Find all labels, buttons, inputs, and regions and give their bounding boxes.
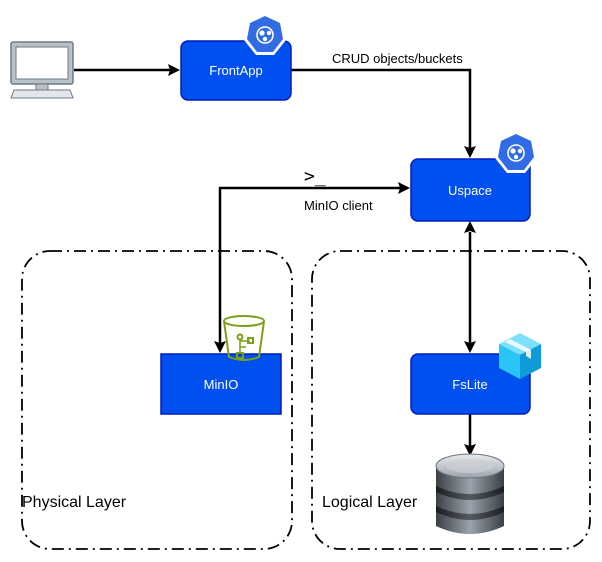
arrowhead-uspace-top [464, 146, 476, 158]
frontapp-label: FrontApp [209, 63, 262, 78]
uspace-label: Uspace [448, 183, 492, 198]
kubernetes-icon [495, 131, 537, 173]
logical-layer-group: Logical Layer [311, 250, 591, 550]
minio-label: MinIO [204, 377, 239, 392]
edge-label-crud: CRUD objects/buckets [332, 51, 463, 66]
edge-minio-to-uspace [218, 186, 400, 343]
edge-label-minio-client: MinIO client [304, 198, 373, 213]
arrowhead-minio [214, 341, 226, 353]
fslite-label: FsLite [452, 377, 487, 392]
minio-node[interactable]: MinIO [160, 353, 282, 415]
arrowhead-frontapp [168, 64, 180, 76]
arrowhead-storage [464, 444, 476, 456]
edge-frontapp-to-uspace [240, 68, 472, 148]
physical-layer-boundary [21, 250, 293, 550]
package-box-icon [499, 333, 541, 379]
uspace-node[interactable]: Uspace [410, 158, 531, 222]
frontapp-node[interactable]: FrontApp [180, 40, 292, 101]
arrowhead-uspace-bottom [464, 221, 476, 233]
s3-bucket-icon [223, 315, 265, 361]
fslite-node[interactable]: FsLite [410, 353, 531, 415]
terminal-icon: >_ [304, 166, 326, 187]
logical-layer-label: Logical Layer [322, 494, 418, 511]
physical-layer-label: Physical Layer [22, 494, 127, 511]
kubernetes-icon [244, 13, 286, 55]
arrowhead-uspace-left [398, 182, 410, 194]
logical-layer-boundary [311, 250, 591, 550]
desktop-monitor-icon [10, 41, 74, 99]
database-disk-icon [435, 453, 505, 534]
arrowhead-fslite-top [464, 341, 476, 353]
edges [74, 64, 476, 456]
physical-layer-group: Physical Layer [21, 250, 293, 550]
